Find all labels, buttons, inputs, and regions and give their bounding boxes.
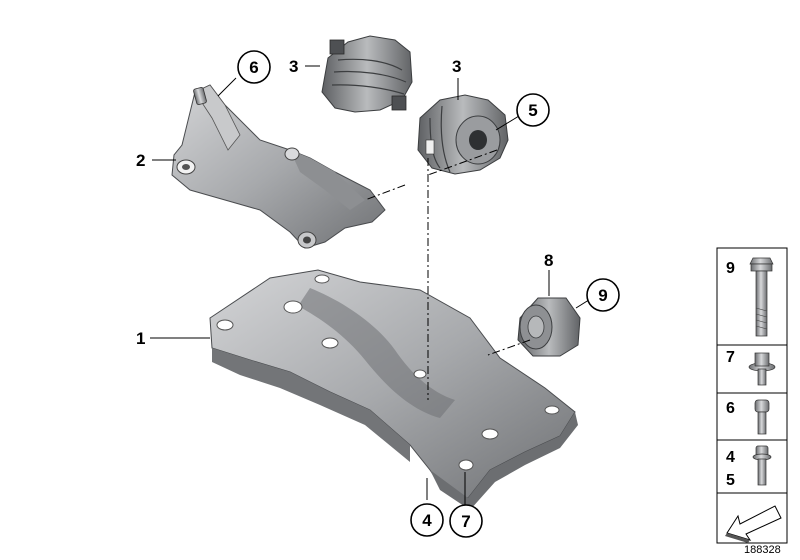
bolt-7-icon — [748, 352, 776, 386]
bolt-4-5-icon — [752, 445, 772, 486]
leader-lines — [150, 65, 593, 506]
bolt-9-icon — [749, 257, 774, 337]
callout-6: 6 — [249, 58, 258, 77]
part-8-bushing — [517, 297, 581, 357]
legend-label-6: 6 — [726, 400, 735, 417]
part-2-bracket — [171, 84, 386, 249]
callout-5-circle: 5 — [516, 93, 550, 127]
part-3-mount-upper — [321, 35, 413, 113]
callout-7-circle: 7 — [449, 504, 483, 538]
legend-label-7: 7 — [726, 349, 735, 366]
bolt-6-icon — [754, 399, 770, 435]
callout-5: 5 — [528, 101, 537, 120]
callout-3-lower: 3 — [452, 57, 461, 76]
callout-9: 9 — [598, 286, 607, 305]
callout-2: 2 — [136, 151, 145, 170]
legend-row-7: 7 — [726, 349, 776, 386]
callout-8: 8 — [544, 251, 553, 270]
callout-4-circle: 4 — [410, 503, 444, 537]
legend-row-9: 9 — [726, 257, 774, 337]
callout-3-upper: 3 — [289, 57, 298, 76]
legend-label-4: 4 — [726, 449, 735, 466]
fastener-legend: 9 7 6 4 5 — [716, 247, 788, 544]
callout-6-circle: 6 — [237, 50, 271, 84]
legend-row-4-5: 4 5 — [726, 445, 772, 489]
legend-label-9: 9 — [726, 260, 735, 277]
callout-1: 1 — [136, 329, 145, 348]
part-1-crossmember — [209, 269, 578, 510]
callout-7: 7 — [461, 512, 470, 531]
legend-row-6: 6 — [726, 399, 770, 435]
legend-label-5: 5 — [726, 472, 735, 489]
callout-9-circle: 9 — [586, 278, 620, 312]
callout-4: 4 — [422, 511, 432, 530]
direction-arrow-icon — [725, 505, 782, 543]
reference-number: 188328 — [744, 544, 781, 556]
